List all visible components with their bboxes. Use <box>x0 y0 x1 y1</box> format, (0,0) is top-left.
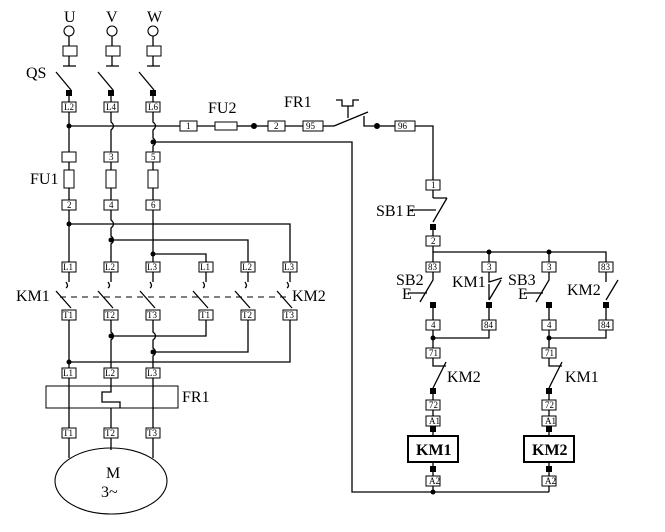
km2-interlock-label: KM2 <box>447 369 481 386</box>
ctrl-term-1: 1 <box>431 180 436 190</box>
km2-l1: L1 <box>200 262 210 272</box>
km2-l2: L2 <box>242 262 252 272</box>
km2-main-label: KM2 <box>292 288 326 305</box>
svg-text:E: E <box>518 286 528 303</box>
ctrl-4b: 4 <box>547 320 552 330</box>
fr-t3: T3 <box>147 428 157 438</box>
ctrl-term-2: 2 <box>431 236 436 246</box>
sb1-label: SB1 <box>376 203 404 220</box>
term-6: 6 <box>151 200 156 210</box>
term-l2: L2 <box>64 102 74 112</box>
terminal-v <box>106 25 118 37</box>
km1-main-label: KM1 <box>16 288 50 305</box>
fu1-fuse-u <box>63 169 75 189</box>
motor-spec: 3~ <box>101 484 118 501</box>
fr-t2: T2 <box>105 428 115 438</box>
km1-aux-label: KM1 <box>452 274 486 291</box>
km1-l3: L3 <box>147 262 157 272</box>
qs-label: QS <box>26 65 46 82</box>
fu1-fuse-w <box>147 169 159 189</box>
fr1-relay-body <box>45 385 179 409</box>
distribution <box>66 210 291 262</box>
km2-coil-label: KM2 <box>532 442 568 459</box>
km1-coil <box>407 435 459 463</box>
ctrl-3a: 3 <box>487 262 492 272</box>
ctrl-83a: 83 <box>428 262 438 272</box>
main-contactors: L1 L2 L3 L1 L2 L3 KM1 KM2 T1 T2 T3 T1 T2… <box>16 261 326 368</box>
fr1-top-label: FR1 <box>284 94 312 111</box>
fu2-label: FU2 <box>208 100 236 117</box>
ctrl-71b: 71 <box>545 348 554 358</box>
fr1-relay-label: FR1 <box>182 389 210 406</box>
main-bus <box>66 112 549 493</box>
km1-t1: T1 <box>63 310 73 320</box>
km1-interlock-label: KM1 <box>565 369 599 386</box>
ctrl-4a: 4 <box>431 320 436 330</box>
phase-u-label: U <box>64 9 76 26</box>
terminal-w <box>147 25 159 37</box>
term-1: 1 <box>186 121 191 131</box>
svg-text:E: E <box>402 286 412 303</box>
ctrl-a1b: A1 <box>545 416 556 426</box>
km1-coil-label: KM1 <box>416 442 452 459</box>
ctrl-83b: 83 <box>601 262 611 272</box>
km1-t2: T2 <box>105 310 115 320</box>
term-5: 5 <box>151 152 156 162</box>
ctrl-72b: 72 <box>545 400 554 410</box>
ctrl-a2b: A2 <box>545 476 556 486</box>
svg-text:E: E <box>406 203 416 220</box>
term-95: 95 <box>306 121 316 131</box>
ctrl-a2a: A2 <box>429 476 440 486</box>
fr-l3: L3 <box>147 368 157 378</box>
supply-terminals: U V W <box>62 9 163 67</box>
km1-t3: T3 <box>147 310 157 320</box>
ctrl-72a: 72 <box>429 400 438 410</box>
km1-l1: L1 <box>63 262 73 272</box>
km2-l3: L3 <box>284 262 294 272</box>
fr-l1: L1 <box>63 368 73 378</box>
ctrl-71a: 71 <box>429 348 438 358</box>
term-2b: 2 <box>67 200 72 210</box>
qs-isolator: QS L2 L4 L6 <box>26 65 161 113</box>
km2-t1: T1 <box>200 310 210 320</box>
km2-t3: T3 <box>284 310 294 320</box>
term-l4: L4 <box>106 102 116 112</box>
phase-w-label: W <box>147 9 163 26</box>
sb2-label: SB2 <box>396 272 424 289</box>
ctrl-84a: 84 <box>484 320 494 330</box>
term-96: 96 <box>398 121 408 131</box>
motor: M 3~ <box>54 447 168 515</box>
terminal-u <box>63 25 75 37</box>
ctrl-3b: 3 <box>547 262 552 272</box>
ctrl-a1a: A1 <box>429 416 440 426</box>
phase-v-label: V <box>106 9 118 26</box>
control-supply: 1 FU2 2 95 FR1 96 <box>179 94 434 180</box>
term-l6: L6 <box>148 102 158 112</box>
motor-symbol <box>54 447 168 515</box>
km2-aux-label: KM2 <box>567 282 601 299</box>
term-4: 4 <box>109 200 114 210</box>
term-2: 2 <box>274 121 279 131</box>
fr1-thermal-relay: L1 L2 L3 FR1 T1 T2 T3 <box>45 367 210 458</box>
km1-l2: L2 <box>105 262 115 272</box>
ctrl-84b: 84 <box>601 320 611 330</box>
control-circuit: 1 SB1 E 2 83 3 3 83 SB2 E KM1 <box>376 179 619 495</box>
km2-t2: T2 <box>242 310 252 320</box>
fu2-fuse <box>214 121 238 131</box>
fr-l2: L2 <box>105 368 115 378</box>
fu1-fuse-v <box>105 169 117 189</box>
fu1-fuses: 3 5 FU1 2 4 6 <box>30 151 161 211</box>
motor-m: M <box>106 465 120 482</box>
term-3: 3 <box>109 152 114 162</box>
fu1-label: FU1 <box>30 171 58 188</box>
sb3-label: SB3 <box>508 272 536 289</box>
fr-t1: T1 <box>63 428 73 438</box>
